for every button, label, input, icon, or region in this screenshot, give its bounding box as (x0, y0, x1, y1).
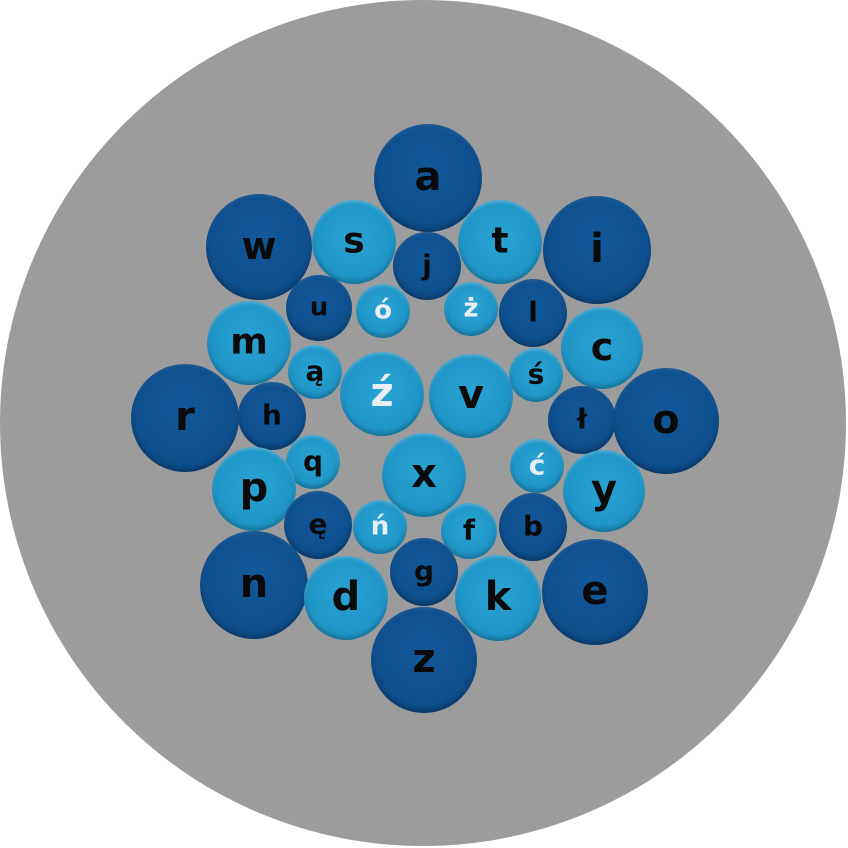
key-l[interactable]: l (499, 279, 567, 347)
key-label: ś (527, 357, 545, 391)
key-label: ż (463, 293, 479, 324)
key-a-ogonek[interactable]: ą (288, 345, 342, 399)
key-c-acute[interactable]: ć (510, 439, 564, 493)
key-label: m (230, 321, 268, 363)
key-v[interactable]: v (429, 354, 513, 438)
key-label: w (241, 224, 277, 269)
key-label: x (411, 451, 437, 498)
key-n[interactable]: n (200, 531, 308, 639)
key-label: n (239, 561, 269, 608)
key-label: a (414, 154, 442, 201)
key-label: d (331, 574, 361, 621)
key-label: ć (528, 448, 546, 482)
key-m[interactable]: m (207, 301, 291, 385)
key-i[interactable]: i (543, 196, 651, 304)
key-label: k (484, 574, 512, 621)
key-k[interactable]: k (455, 555, 541, 641)
key-label: l (528, 295, 538, 329)
key-label: i (590, 226, 604, 273)
key-p[interactable]: p (212, 447, 296, 531)
key-d[interactable]: d (304, 556, 388, 640)
key-e-ogonek[interactable]: ę (284, 491, 352, 559)
key-label: ą (305, 354, 325, 388)
key-label: b (522, 509, 544, 543)
key-a[interactable]: a (374, 124, 482, 232)
key-h[interactable]: h (238, 382, 306, 450)
key-label: ę (308, 507, 328, 541)
key-label: e (581, 568, 609, 615)
key-label: o (652, 397, 680, 444)
key-q[interactable]: q (286, 435, 340, 489)
key-j[interactable]: j (393, 232, 461, 300)
key-o[interactable]: o (613, 368, 719, 474)
key-w[interactable]: w (206, 194, 312, 300)
key-e[interactable]: e (542, 539, 648, 645)
key-label: q (302, 444, 324, 478)
key-label: r (175, 394, 195, 441)
key-label: v (457, 372, 485, 419)
key-x[interactable]: x (382, 433, 466, 517)
key-t[interactable]: t (458, 200, 542, 284)
key-u[interactable]: u (286, 275, 352, 341)
key-label: u (309, 292, 329, 323)
key-c[interactable]: c (561, 307, 643, 389)
key-n-acute[interactable]: ń (353, 500, 407, 554)
key-label: c (590, 325, 614, 370)
key-o-acute[interactable]: ó (356, 284, 410, 338)
key-label: z (412, 636, 436, 683)
key-l-stroke[interactable]: ł (548, 386, 616, 454)
key-r[interactable]: r (131, 364, 239, 472)
key-z-dot[interactable]: ż (444, 282, 498, 336)
key-label: f (462, 513, 476, 547)
key-label: j (422, 248, 432, 282)
key-s[interactable]: s (312, 200, 396, 284)
key-z-acute[interactable]: ź (340, 352, 424, 436)
key-label: g (413, 554, 435, 588)
key-label: p (239, 465, 269, 512)
key-label: ó (374, 295, 392, 326)
key-s-acute[interactable]: ś (509, 348, 563, 402)
key-label: ł (576, 402, 588, 436)
key-z[interactable]: z (371, 607, 477, 713)
key-b[interactable]: b (499, 493, 567, 561)
key-g[interactable]: g (390, 538, 458, 606)
key-label: ń (370, 511, 390, 542)
key-label: s (343, 220, 365, 262)
key-label: y (590, 467, 618, 514)
key-label: ź (370, 370, 394, 417)
key-label: h (262, 398, 282, 432)
key-label: t (491, 220, 509, 262)
key-y[interactable]: y (563, 450, 645, 532)
